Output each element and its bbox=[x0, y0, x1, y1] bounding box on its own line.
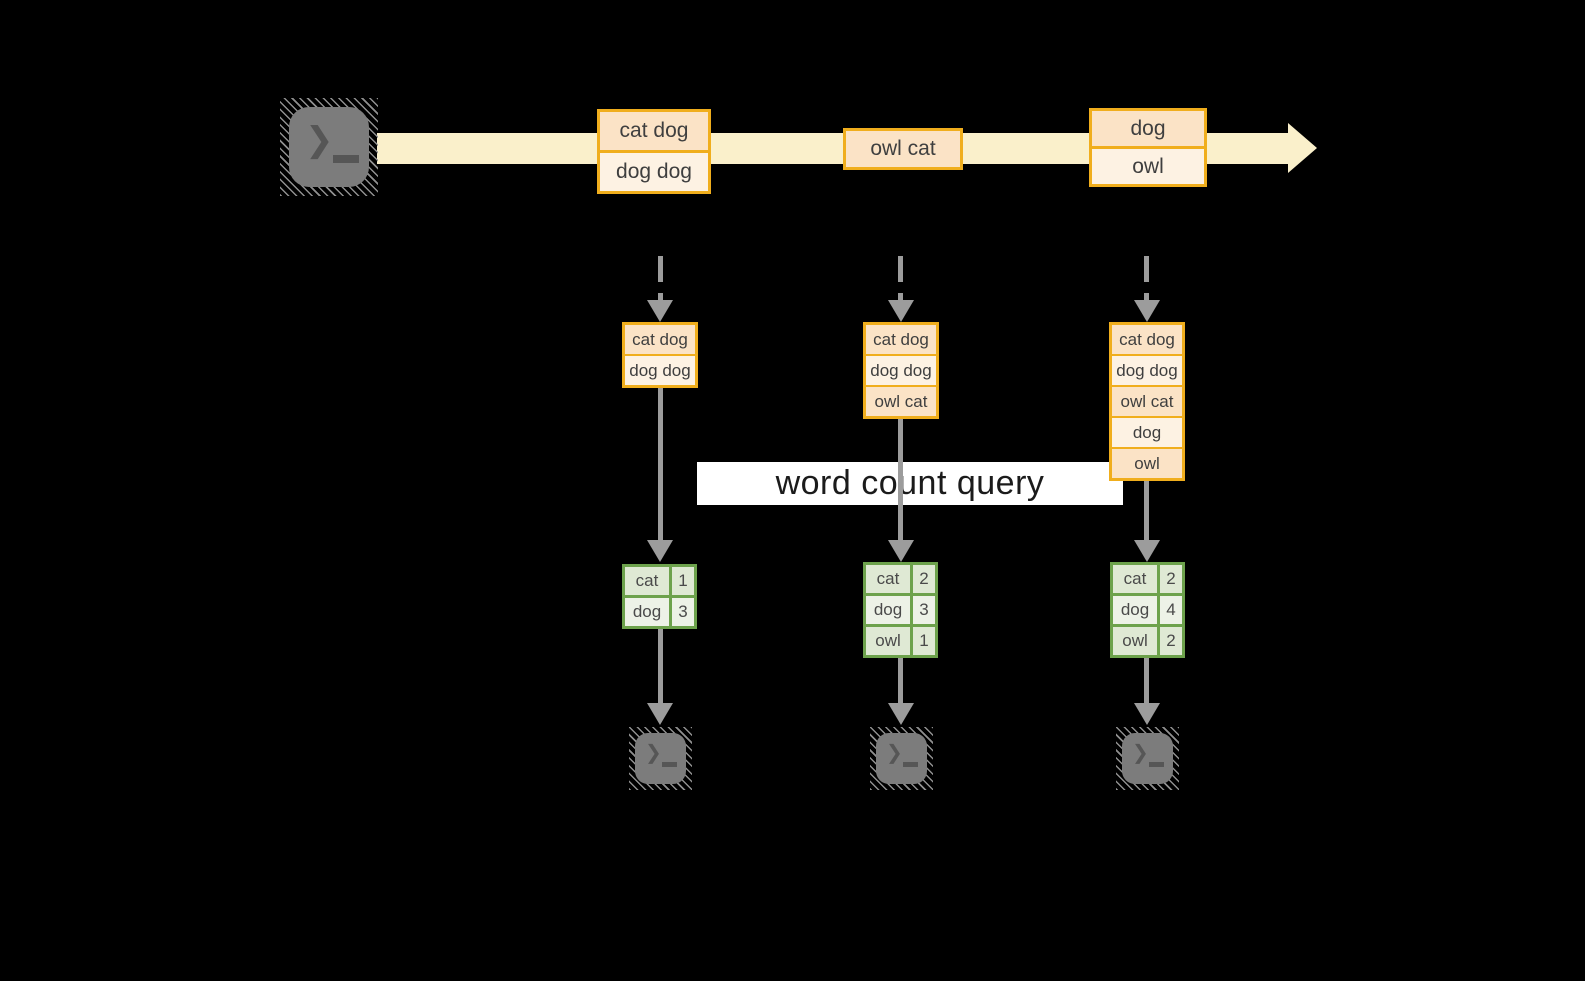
connector-line bbox=[658, 387, 663, 542]
input-line: owl bbox=[1112, 449, 1182, 478]
terminal-cursor-icon bbox=[1149, 762, 1164, 767]
query-label: word count query bbox=[775, 464, 1045, 502]
input-line: cat dog bbox=[866, 325, 936, 354]
arrowhead-down-icon bbox=[1134, 300, 1160, 322]
terminal-face: ❯ bbox=[635, 733, 686, 784]
count-cell: 1 bbox=[672, 567, 694, 595]
connector-line bbox=[1144, 658, 1149, 703]
connector-line bbox=[658, 629, 663, 703]
terminal-cursor-icon bbox=[903, 762, 918, 767]
word-cell: dog bbox=[866, 596, 910, 624]
terminal-face: ❯ bbox=[876, 733, 927, 784]
accumulated-input-1: cat dog dog dog bbox=[622, 322, 698, 388]
arrowhead-down-icon bbox=[888, 300, 914, 322]
dashed-connector-line bbox=[898, 256, 903, 302]
count-cell: 1 bbox=[913, 627, 935, 655]
arrowhead-down-icon bbox=[1134, 540, 1160, 562]
count-cell: 3 bbox=[672, 598, 694, 626]
arrowhead-down-icon bbox=[647, 703, 673, 725]
input-line: owl cat bbox=[866, 387, 936, 416]
arrowhead-down-icon bbox=[1134, 703, 1160, 725]
batch-line: dog dog bbox=[600, 153, 708, 191]
accumulated-input-3: cat dog dog dog owl cat dog owl bbox=[1109, 322, 1185, 481]
word-cell: cat bbox=[866, 565, 910, 593]
arrowhead-down-icon bbox=[888, 703, 914, 725]
terminal-prompt-chevron-icon: ❯ bbox=[305, 121, 334, 159]
terminal-prompt-chevron-icon: ❯ bbox=[645, 742, 662, 764]
batch-line: cat dog bbox=[600, 112, 708, 150]
accumulated-input-2: cat dog dog dog owl cat bbox=[863, 322, 939, 419]
input-line: dog dog bbox=[625, 356, 695, 385]
arrowhead-down-icon bbox=[888, 540, 914, 562]
dashed-connector-line bbox=[658, 256, 663, 302]
terminal-cursor-icon bbox=[662, 762, 677, 767]
count-cell: 2 bbox=[913, 565, 935, 593]
terminal-prompt-chevron-icon: ❯ bbox=[1132, 742, 1149, 764]
sink-terminal-icon: ❯ bbox=[629, 727, 692, 790]
result-table-3: cat 2 dog 4 owl 2 bbox=[1110, 562, 1185, 658]
arrowhead-down-icon bbox=[647, 540, 673, 562]
stream-arrowhead-icon bbox=[1288, 123, 1317, 173]
sink-terminal-icon: ❯ bbox=[1116, 727, 1179, 790]
query-label-band: word count query bbox=[697, 462, 1123, 505]
word-cell: dog bbox=[1113, 596, 1157, 624]
stream-batch-2: owl cat bbox=[843, 128, 963, 170]
arrowhead-down-icon bbox=[647, 300, 673, 322]
word-cell: cat bbox=[1113, 565, 1157, 593]
count-cell: 2 bbox=[1160, 565, 1182, 593]
result-table-2: cat 2 dog 3 owl 1 bbox=[863, 562, 938, 658]
batch-line: dog bbox=[1092, 111, 1204, 146]
word-cell: owl bbox=[866, 627, 910, 655]
connector-line bbox=[1144, 479, 1149, 542]
count-cell: 2 bbox=[1160, 627, 1182, 655]
sink-terminal-icon: ❯ bbox=[870, 727, 933, 790]
input-line: dog bbox=[1112, 418, 1182, 447]
input-line: dog dog bbox=[1112, 356, 1182, 385]
stream-batch-1: cat dog dog dog bbox=[597, 109, 711, 194]
input-line: owl cat bbox=[1112, 387, 1182, 416]
terminal-face: ❯ bbox=[289, 107, 369, 187]
terminal-face: ❯ bbox=[1122, 733, 1173, 784]
input-line: cat dog bbox=[1112, 325, 1182, 354]
dashed-connector-line bbox=[1144, 256, 1149, 302]
word-cell: cat bbox=[625, 567, 669, 595]
connector-line bbox=[898, 417, 903, 542]
input-line: dog dog bbox=[866, 356, 936, 385]
stream-batch-3: dog owl bbox=[1089, 108, 1207, 187]
word-cell: owl bbox=[1113, 627, 1157, 655]
connector-line bbox=[898, 658, 903, 703]
result-table-1: cat 1 dog 3 bbox=[622, 564, 697, 629]
batch-line: owl bbox=[1092, 149, 1204, 184]
terminal-cursor-icon bbox=[333, 155, 359, 163]
batch-line: owl cat bbox=[846, 131, 960, 167]
word-cell: dog bbox=[625, 598, 669, 626]
terminal-prompt-chevron-icon: ❯ bbox=[886, 742, 903, 764]
input-line: cat dog bbox=[625, 325, 695, 354]
count-cell: 3 bbox=[913, 596, 935, 624]
count-cell: 4 bbox=[1160, 596, 1182, 624]
source-terminal-icon: ❯ bbox=[280, 98, 378, 196]
